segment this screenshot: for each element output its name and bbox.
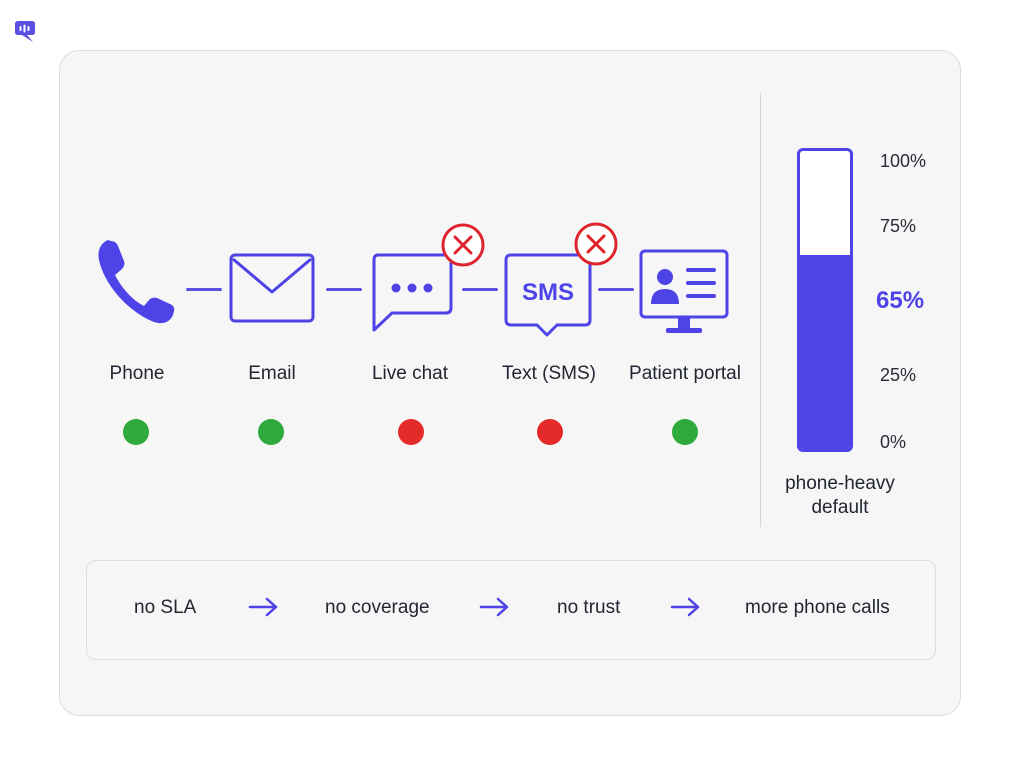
monitor-profile-icon <box>639 249 729 333</box>
channel-label-patient-portal: Patient portal <box>629 363 741 384</box>
gauge-tick-25: 25% <box>880 365 917 385</box>
consequence-flow-box <box>86 560 936 660</box>
channel-label-live-chat: Live chat <box>371 363 449 384</box>
gauge-caption: phone-heavy default <box>765 472 915 520</box>
flow-step-no-trust: no trust <box>557 597 621 618</box>
status-dot <box>537 419 563 445</box>
flow-step-no-sla: no SLA <box>134 597 197 618</box>
chat-bubble-logo-icon <box>15 21 35 42</box>
arrow-right-icon <box>248 597 278 617</box>
status-dot <box>672 419 698 445</box>
connector-line <box>462 288 498 291</box>
status-dot <box>258 419 284 445</box>
gauge-value-label: 65% <box>876 287 925 314</box>
blocked-x-icon <box>441 223 485 267</box>
phone-share-gauge <box>797 148 853 452</box>
phone-icon <box>98 240 175 324</box>
section-divider <box>760 93 761 527</box>
blocked-x-icon <box>574 222 618 266</box>
connector-line <box>186 288 222 291</box>
channel-label-email: Email <box>248 363 296 384</box>
arrow-right-icon <box>670 597 700 617</box>
status-dot <box>123 419 149 445</box>
envelope-icon <box>229 253 315 323</box>
connector-line <box>598 288 634 291</box>
flow-step-more-phone-calls: more phone calls <box>745 597 890 618</box>
gauge-tick-0: 0% <box>880 432 907 452</box>
status-dot <box>398 419 424 445</box>
gauge-fill <box>800 255 850 449</box>
connector-line <box>326 288 362 291</box>
sms-icon-text: SMS <box>522 279 574 306</box>
gauge-caption-line1: phone-heavy <box>785 473 895 494</box>
gauge-tick-100: 100% <box>880 151 927 171</box>
flow-step-no-coverage: no coverage <box>325 597 430 618</box>
gauge-tick-75: 75% <box>880 216 917 236</box>
channel-label-sms: Text (SMS) <box>502 363 596 384</box>
arrow-right-icon <box>479 597 509 617</box>
channel-label-phone: Phone <box>109 363 165 384</box>
gauge-caption-line2: default <box>811 497 869 518</box>
